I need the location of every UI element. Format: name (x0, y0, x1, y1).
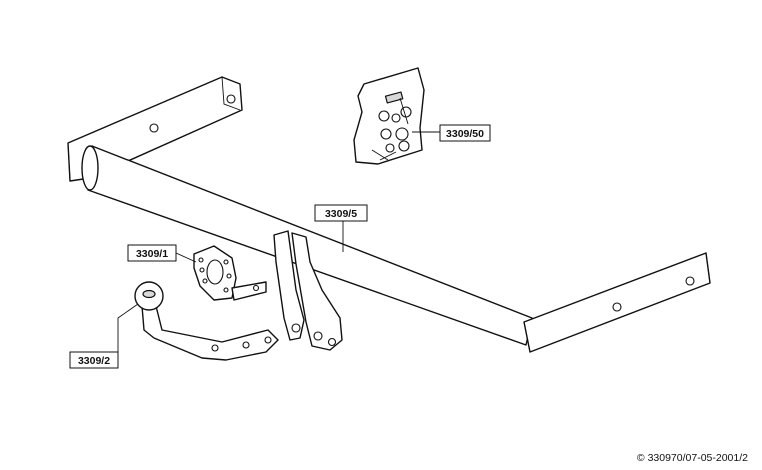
socket-bracket (193, 245, 267, 301)
main-crossbar-assembly (67, 76, 711, 353)
bracket-arm (231, 281, 267, 301)
copyright-text: © 330970/07-05-2001/2 (636, 452, 748, 464)
right-plate-hole (685, 276, 695, 286)
left-plate-hole (149, 123, 159, 133)
callout-bolt-kit: 3309/50 (412, 124, 491, 142)
callout-main-bar: 3309/5 (314, 204, 368, 252)
callout-bracket: 3309/1 (127, 244, 197, 263)
tube-end-left (81, 145, 99, 191)
hanger-bracket-front (273, 230, 305, 341)
bolt-kit-bag (353, 67, 425, 165)
right-plate-hole (612, 302, 622, 312)
tow-ball-assembly (134, 281, 279, 361)
callout-bolt-kit-label: 3309/50 (446, 128, 484, 140)
ball-neck-arm (141, 305, 279, 361)
callout-ball: 3309/2 (69, 303, 139, 369)
callout-main-bar-label: 3309/5 (325, 208, 357, 220)
callout-bracket-label: 3309/1 (136, 248, 168, 260)
left-plate-hole (226, 94, 236, 104)
callout-ball-label: 3309/2 (78, 355, 110, 367)
hanger-bracket-rear (291, 232, 343, 351)
